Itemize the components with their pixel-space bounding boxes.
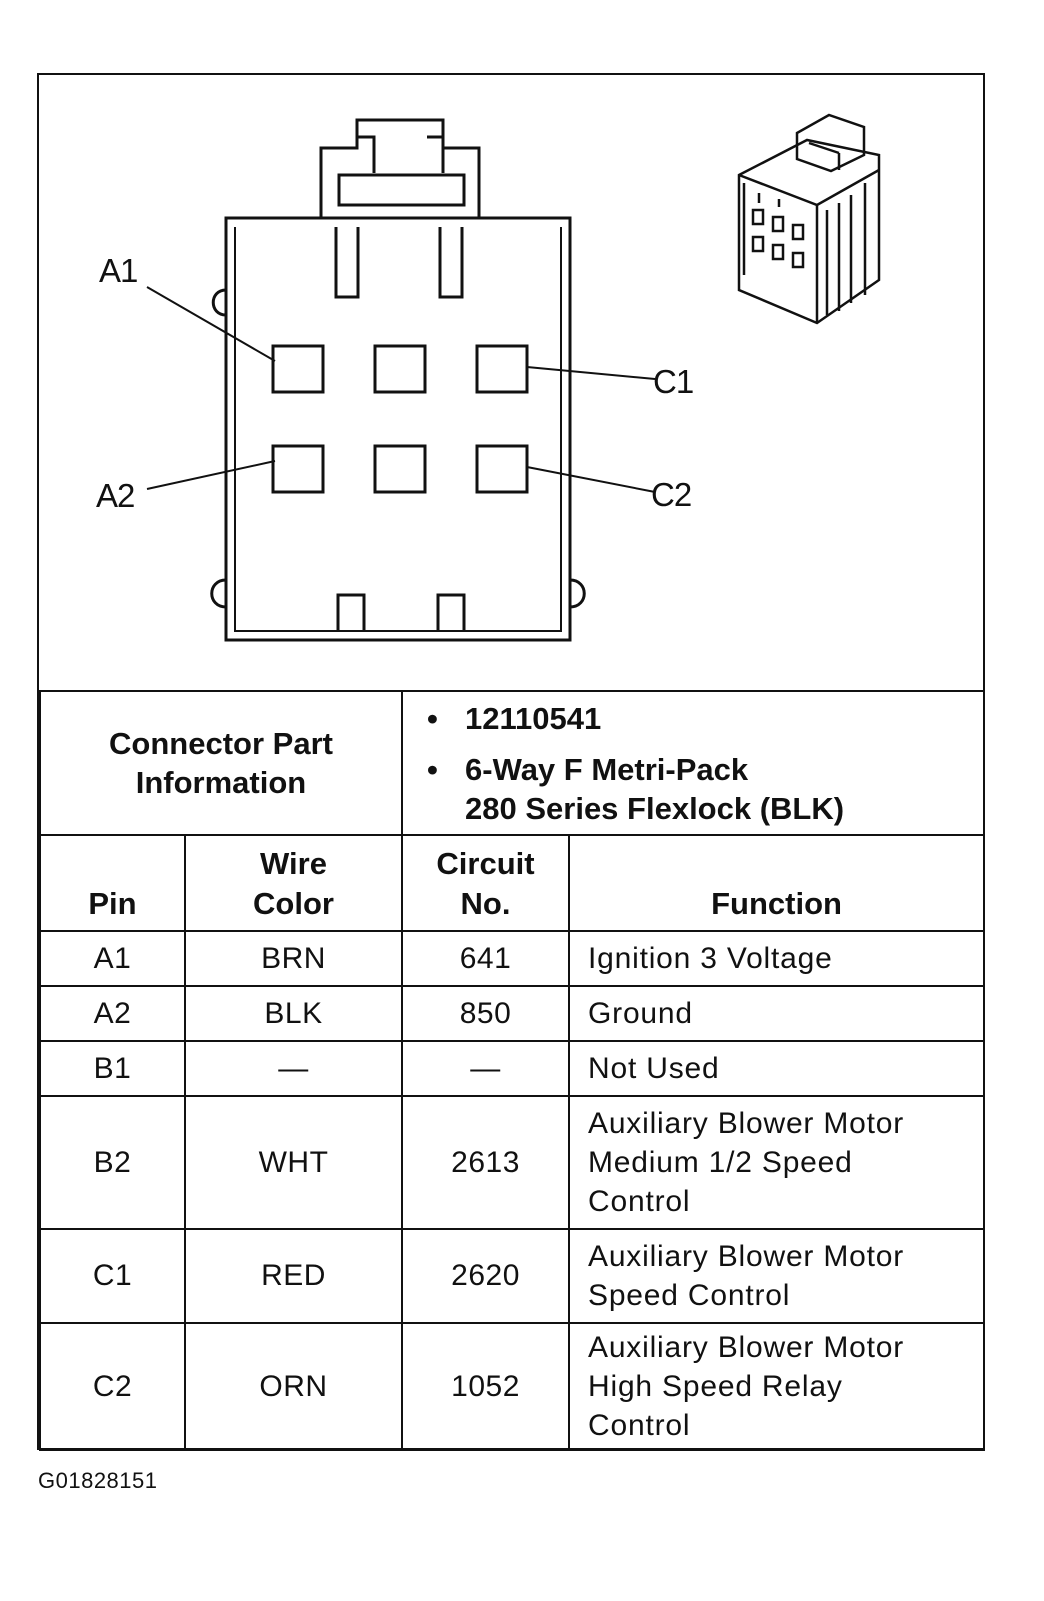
connector-body (224, 216, 572, 642)
header-row: Pin Wire Color Circuit No. Function (39, 834, 986, 932)
cavity-a2 (271, 444, 325, 494)
circuit-cell: 2620 (401, 1228, 571, 1324)
pin-cell: A1 (39, 930, 186, 987)
bullet-icon: • (427, 700, 438, 736)
connector-part-row: Connector Part Information • 12110541 • … (38, 690, 986, 836)
wire-color-cell: RED (183, 1228, 404, 1324)
wire-color-cell: BRN (183, 930, 404, 987)
circuit-cell: 1052 (401, 1322, 571, 1451)
pin-label-c2: C2 (651, 476, 692, 513)
leader-a2 (146, 460, 276, 490)
circuit-cell: — (401, 1040, 571, 1097)
cavity-c2 (475, 444, 529, 494)
wire-color-cell: BLK (183, 985, 404, 1042)
cavity-b1 (373, 344, 427, 394)
connector-face-drawing (146, 113, 881, 642)
connector-iso-view (737, 113, 881, 325)
wire-color-cell: ORN (183, 1322, 404, 1451)
function-cell: Auxiliary Blower Motor Speed Control (568, 1228, 986, 1324)
header-function: Function (568, 834, 986, 932)
figure-id: G01828151 (38, 1468, 158, 1493)
circuit-cell: 641 (401, 930, 571, 987)
pin-cell: C1 (39, 1228, 186, 1324)
leader-c2 (526, 466, 656, 493)
table-row: C2 ORN 1052 Auxiliary Blower Motor High … (39, 1322, 986, 1451)
header-circuit-no: Circuit No. (401, 834, 571, 932)
pin-cell: A2 (39, 985, 186, 1042)
connector-part-title: Connector Part Information (38, 690, 404, 836)
leader-a1 (146, 286, 276, 362)
part-title-line1: Connector Part (109, 726, 333, 761)
pin-label-a1: A1 (99, 252, 138, 289)
pin-cell: C2 (39, 1322, 186, 1451)
wire-color-cell: — (183, 1040, 404, 1097)
wire-color-cell: WHT (183, 1095, 404, 1230)
part-number: 12110541 (465, 700, 602, 736)
cavity-a1 (271, 344, 325, 394)
pin-label-a2: A2 (96, 477, 135, 514)
function-cell: Auxiliary Blower Motor High Speed Relay … (568, 1322, 986, 1451)
table-row: C1 RED 2620 Auxiliary Blower Motor Speed… (39, 1228, 986, 1324)
circuit-cell: 850 (401, 985, 571, 1042)
header-wire-color: Wire Color (183, 834, 404, 932)
part-description-line1: 6-Way F Metri-Pack (465, 751, 749, 787)
table-row: A2 BLK 850 Ground (39, 985, 986, 1042)
pin-cell: B2 (39, 1095, 186, 1230)
function-cell: Ignition 3 Voltage (568, 930, 986, 987)
connector-diagram: A1 A2 C1 C2 (39, 75, 983, 690)
part-description-line2: 280 Series Flexlock (BLK) (465, 790, 845, 826)
part-title-line2: Information (135, 765, 307, 800)
table-row: B2 WHT 2613 Auxiliary Blower Motor Mediu… (39, 1095, 986, 1230)
leader-c1 (526, 366, 656, 380)
bullet-icon: • (427, 751, 438, 787)
function-cell: Ground (568, 985, 986, 1042)
function-cell: Auxiliary Blower Motor Medium 1/2 Speed … (568, 1095, 986, 1230)
latch-outline (319, 118, 481, 218)
connector-part-details: • 12110541 • 6-Way F Metri-Pack 280 Seri… (401, 690, 986, 836)
header-pin: Pin (39, 834, 186, 932)
connector-info-table: Connector Part Information • 12110541 • … (38, 690, 986, 1451)
pin-label-c1: C1 (653, 363, 694, 400)
connector-figure-frame: A1 A2 C1 C2 Connector Part Information •… (37, 73, 986, 1451)
table-row: B1 — — Not Used (39, 1040, 986, 1097)
pin-cell: B1 (39, 1040, 186, 1097)
cavity-b2 (373, 444, 427, 494)
function-cell: Not Used (568, 1040, 986, 1097)
table-row: A1 BRN 641 Ignition 3 Voltage (39, 930, 986, 987)
cavity-c1 (475, 344, 529, 394)
circuit-cell: 2613 (401, 1095, 571, 1230)
